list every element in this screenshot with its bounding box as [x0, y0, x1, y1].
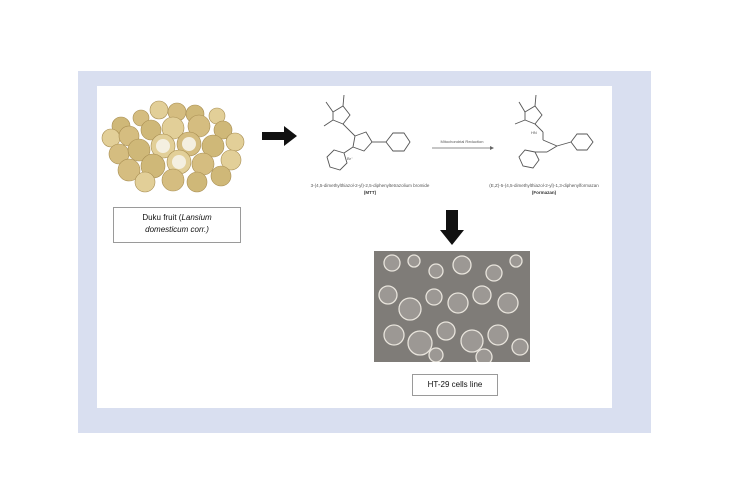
cell — [429, 264, 443, 278]
cell — [512, 339, 528, 355]
cell — [488, 325, 508, 345]
cell — [448, 293, 468, 313]
formazan-name: (E,Z)-5-(4,5-dimethylthiazol-2-yl)-1,3-d… — [470, 183, 618, 189]
fruit — [226, 133, 244, 151]
cell — [379, 286, 397, 304]
cell — [429, 348, 443, 362]
duku-fruit-image — [99, 98, 247, 196]
fruit — [135, 172, 155, 192]
mtt-name: 3-(4,5-dimethylthiazol-2-yl)-2,5-dipheny… — [290, 183, 450, 189]
fruit — [211, 166, 231, 186]
reaction-label: Mitochondrial Reduction — [430, 139, 494, 144]
formazan-abbr: (Formazan) — [470, 190, 618, 195]
cell — [408, 331, 432, 355]
cell — [384, 255, 400, 271]
cell — [437, 322, 455, 340]
reaction-arrow-icon — [432, 145, 494, 151]
fruit-caption-line2: domesticum corr.) — [114, 224, 240, 236]
fruit-caption-box: Duku fruit (Lansium domesticum corr.) — [113, 207, 241, 243]
cells-caption: HT-29 cells line — [428, 380, 483, 389]
mtt-abbr: (MTT) — [290, 190, 450, 195]
cell — [399, 298, 421, 320]
fruit-caption-line1: Duku fruit (Lansium — [114, 212, 240, 224]
formazan-structure: HN — [495, 90, 615, 180]
arrow-down-icon — [440, 210, 464, 246]
ht29-micrograph — [374, 251, 530, 362]
cell — [408, 255, 420, 267]
fruit-flesh — [172, 155, 186, 169]
cell — [476, 349, 492, 362]
cell — [453, 256, 471, 274]
cells-caption-box: HT-29 cells line — [412, 374, 498, 396]
fruit — [162, 169, 184, 191]
fruit-flesh — [182, 137, 196, 151]
cell — [461, 330, 483, 352]
cell — [384, 325, 404, 345]
arrow-right-icon — [262, 126, 298, 146]
cell — [426, 289, 442, 305]
svg-text:Br⁻: Br⁻ — [347, 156, 353, 161]
fruit-flesh — [156, 139, 170, 153]
cell — [510, 255, 522, 267]
cell — [486, 265, 502, 281]
cell — [473, 286, 491, 304]
mtt-structure: Br⁻ — [300, 90, 440, 180]
fruit — [187, 172, 207, 192]
svg-text:HN: HN — [531, 130, 537, 135]
fruit — [192, 153, 214, 175]
cell — [498, 293, 518, 313]
fruit — [150, 101, 168, 119]
